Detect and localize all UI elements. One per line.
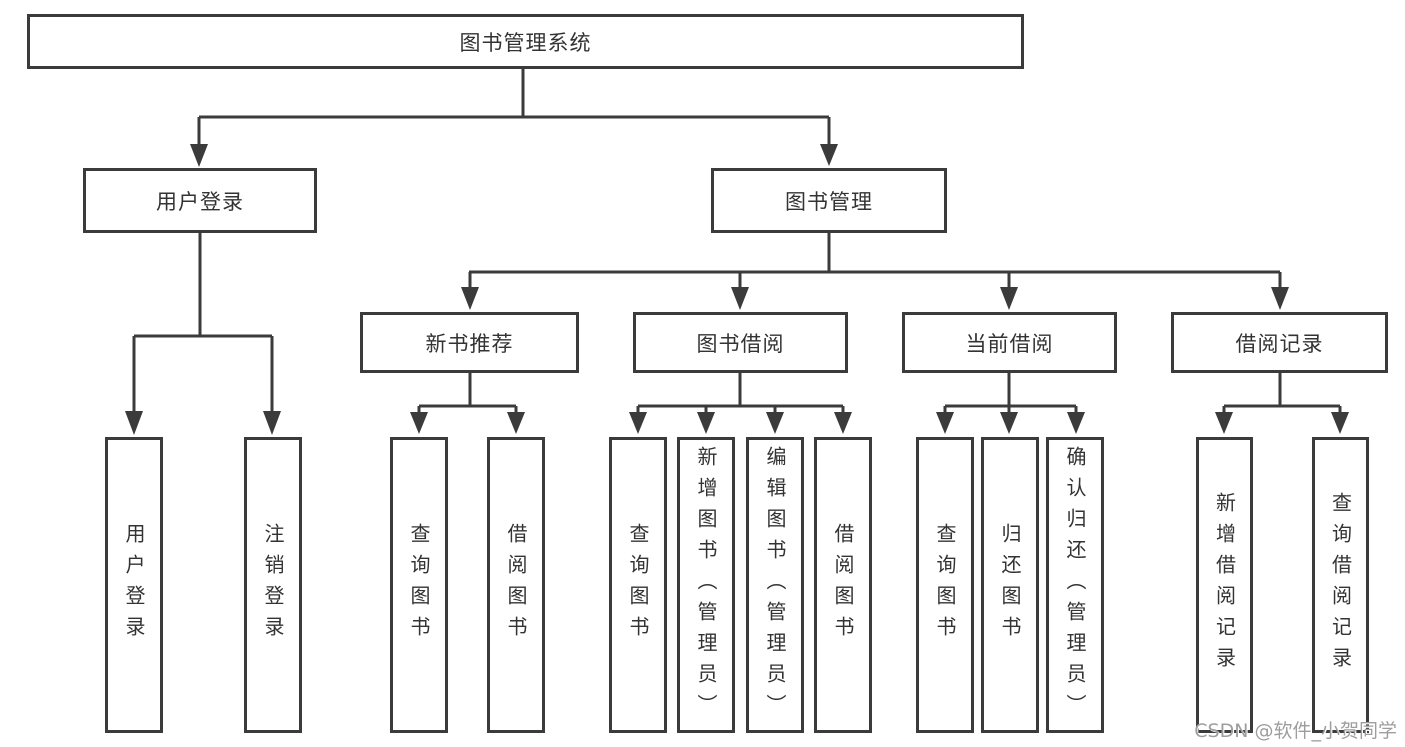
- leaf-label: 查询图书: [407, 523, 431, 647]
- arrow-down-icon: [1000, 412, 1018, 434]
- leaf-label: 查询图书: [933, 523, 957, 647]
- leaf-newbook-borrow: 借阅图书: [487, 437, 545, 733]
- arrow-down-icon: [190, 144, 208, 167]
- arrow-down-icon: [410, 412, 428, 434]
- node-label: 用户登录: [156, 189, 244, 214]
- leaf-label: 编辑图书（管理员）: [763, 445, 787, 725]
- leaf-borrow-edit-admin: 编辑图书（管理员）: [746, 437, 804, 733]
- node-label: 图书借阅: [696, 331, 785, 356]
- connector-book-management-children: [461, 233, 1289, 310]
- leaf-label: 查询图书: [626, 523, 650, 647]
- arrow-down-icon: [263, 411, 281, 435]
- csdn-watermark: CSDN @软件_小贺同学: [1194, 720, 1397, 742]
- arrow-down-icon: [629, 412, 647, 434]
- leaf-label: 新增图书（管理员）: [694, 445, 718, 725]
- leaf-label: 查询借阅记录: [1328, 492, 1353, 678]
- arrow-down-icon: [820, 144, 838, 166]
- arrow-down-icon: [731, 287, 749, 310]
- node-label: 当前借阅: [965, 331, 1054, 356]
- node-borrow-records: 借阅记录: [1171, 312, 1388, 373]
- arrow-down-icon: [936, 412, 954, 434]
- leaf-current-confirm-return-admin: 确认归还（管理员）: [1046, 437, 1104, 733]
- connector-user-login-children: [125, 233, 281, 435]
- node-user-login: 用户登录: [83, 168, 317, 233]
- node-book-borrow: 图书借阅: [633, 312, 848, 373]
- leaf-label: 借阅图书: [504, 523, 528, 647]
- connector-new-book-recommend-children: [410, 373, 525, 434]
- arrow-down-icon: [125, 411, 143, 435]
- arrow-down-icon: [697, 412, 715, 434]
- node-label: 新书推荐: [425, 331, 514, 356]
- arrow-down-icon: [1331, 412, 1349, 434]
- leaf-newbook-query: 查询图书: [390, 437, 448, 733]
- arrow-down-icon: [1000, 287, 1018, 310]
- arrow-down-icon: [461, 287, 479, 310]
- leaf-label: 归还图书: [998, 523, 1022, 647]
- leaf-borrow-query: 查询图书: [609, 437, 667, 733]
- arrow-down-icon: [1271, 287, 1289, 310]
- arrow-down-icon: [766, 412, 784, 434]
- leaf-current-return: 归还图书: [981, 437, 1039, 733]
- leaf-label: 确认归还（管理员）: [1063, 445, 1087, 725]
- arrow-down-icon: [1215, 412, 1233, 434]
- node-library-management-system: 图书管理系统: [27, 14, 1024, 69]
- node-current-borrow: 当前借阅: [902, 312, 1117, 373]
- connector-current-borrow-children: [936, 373, 1085, 434]
- leaf-current-query: 查询图书: [916, 437, 974, 733]
- arrow-down-icon: [1067, 412, 1085, 434]
- arrow-down-icon: [507, 412, 525, 434]
- node-new-book-recommend: 新书推荐: [360, 312, 579, 373]
- node-label: 图书管理: [785, 189, 873, 214]
- leaf-label: 注销登录: [261, 523, 285, 647]
- leaf-record-add: 新增借阅记录: [1196, 437, 1253, 733]
- leaf-label: 借阅图书: [831, 523, 855, 647]
- node-label: 借阅记录: [1235, 331, 1324, 356]
- node-label: 图书管理系统: [459, 30, 592, 55]
- arrow-down-icon: [834, 412, 852, 434]
- leaf-record-query: 查询借阅记录: [1312, 437, 1369, 733]
- leaf-label: 新增借阅记录: [1212, 492, 1237, 678]
- leaf-borrow-book: 借阅图书: [814, 437, 872, 733]
- connector-borrow-records-children: [1215, 373, 1349, 434]
- leaf-logout: 注销登录: [244, 437, 302, 733]
- leaf-user-login: 用户登录: [105, 437, 163, 733]
- leaf-borrow-add-admin: 新增图书（管理员）: [677, 437, 735, 733]
- connector-root-to-level2: [190, 69, 838, 167]
- node-book-management: 图书管理: [711, 168, 947, 233]
- leaf-label: 用户登录: [122, 523, 146, 647]
- connector-book-borrow-children: [629, 373, 852, 434]
